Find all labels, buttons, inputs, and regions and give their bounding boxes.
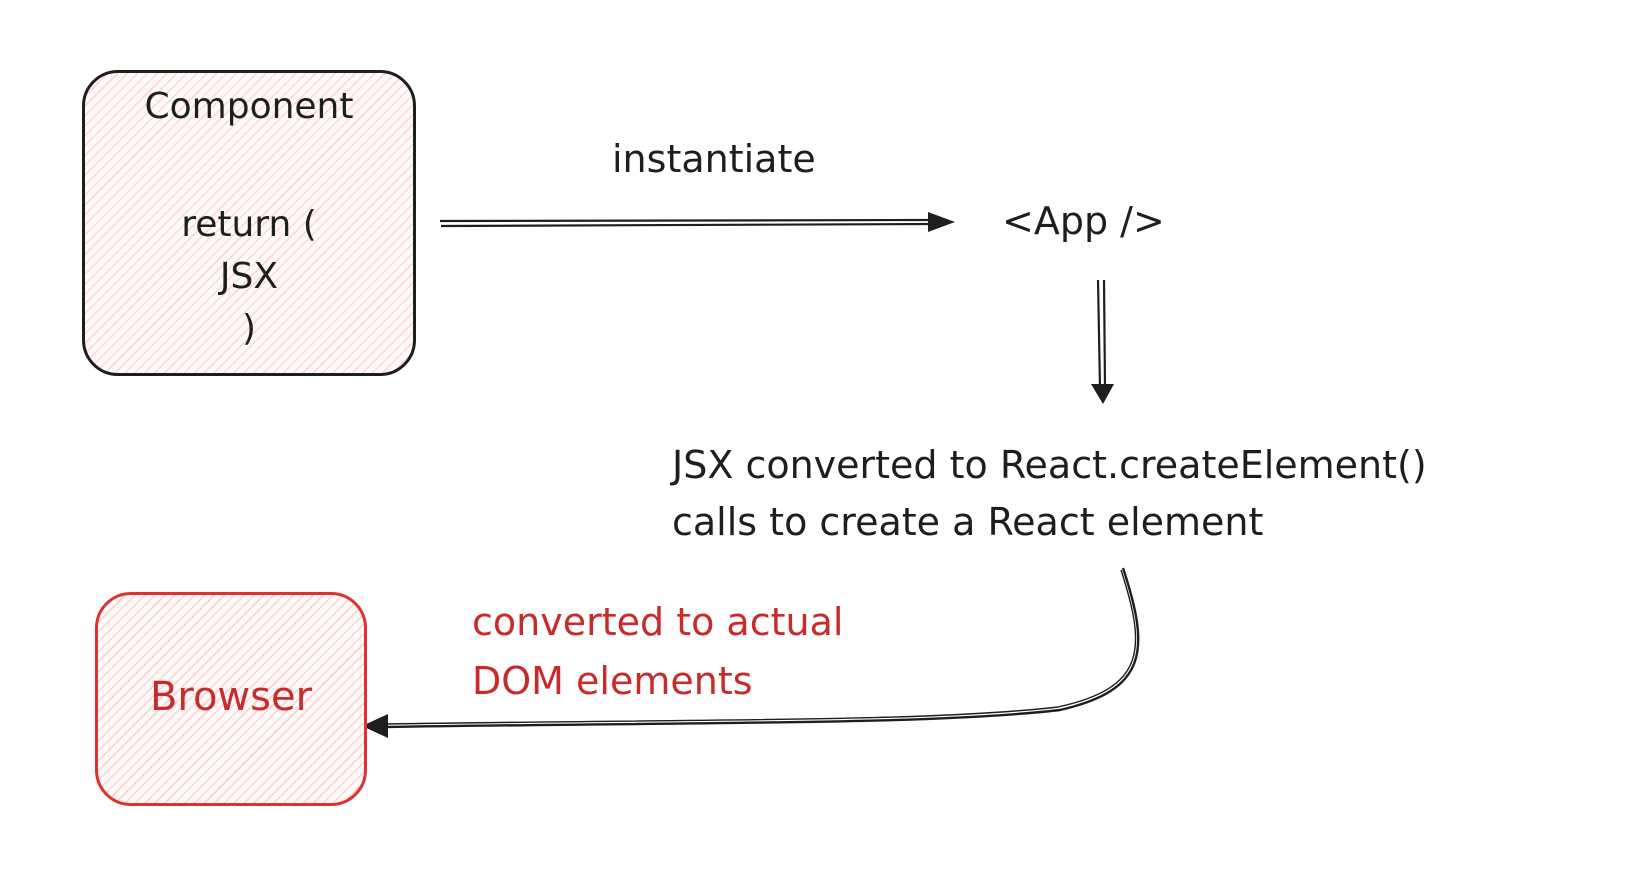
browser-label: Browser <box>149 674 313 720</box>
component-box: Component return ( JSX ) <box>82 70 416 376</box>
app-element-label: <App /> <box>1002 199 1165 243</box>
component-title: Component <box>144 86 354 127</box>
conversion-line-2: calls to create a React element <box>672 500 1264 544</box>
to-dom-arrow <box>362 567 1140 738</box>
conversion-line-1: JSX converted to React.createElement() <box>672 443 1427 487</box>
instantiate-label: instantiate <box>612 137 816 181</box>
component-jsx: JSX <box>219 256 279 297</box>
to-dom-label-line-1: converted to actual <box>472 600 844 644</box>
component-return-open: return ( <box>181 204 317 245</box>
component-return-close: ) <box>241 308 257 349</box>
to-dom-label-line-2: DOM elements <box>472 659 753 703</box>
browser-box: Browser <box>95 592 367 806</box>
create-element-arrow <box>1091 279 1114 404</box>
instantiate-arrow <box>439 212 955 232</box>
